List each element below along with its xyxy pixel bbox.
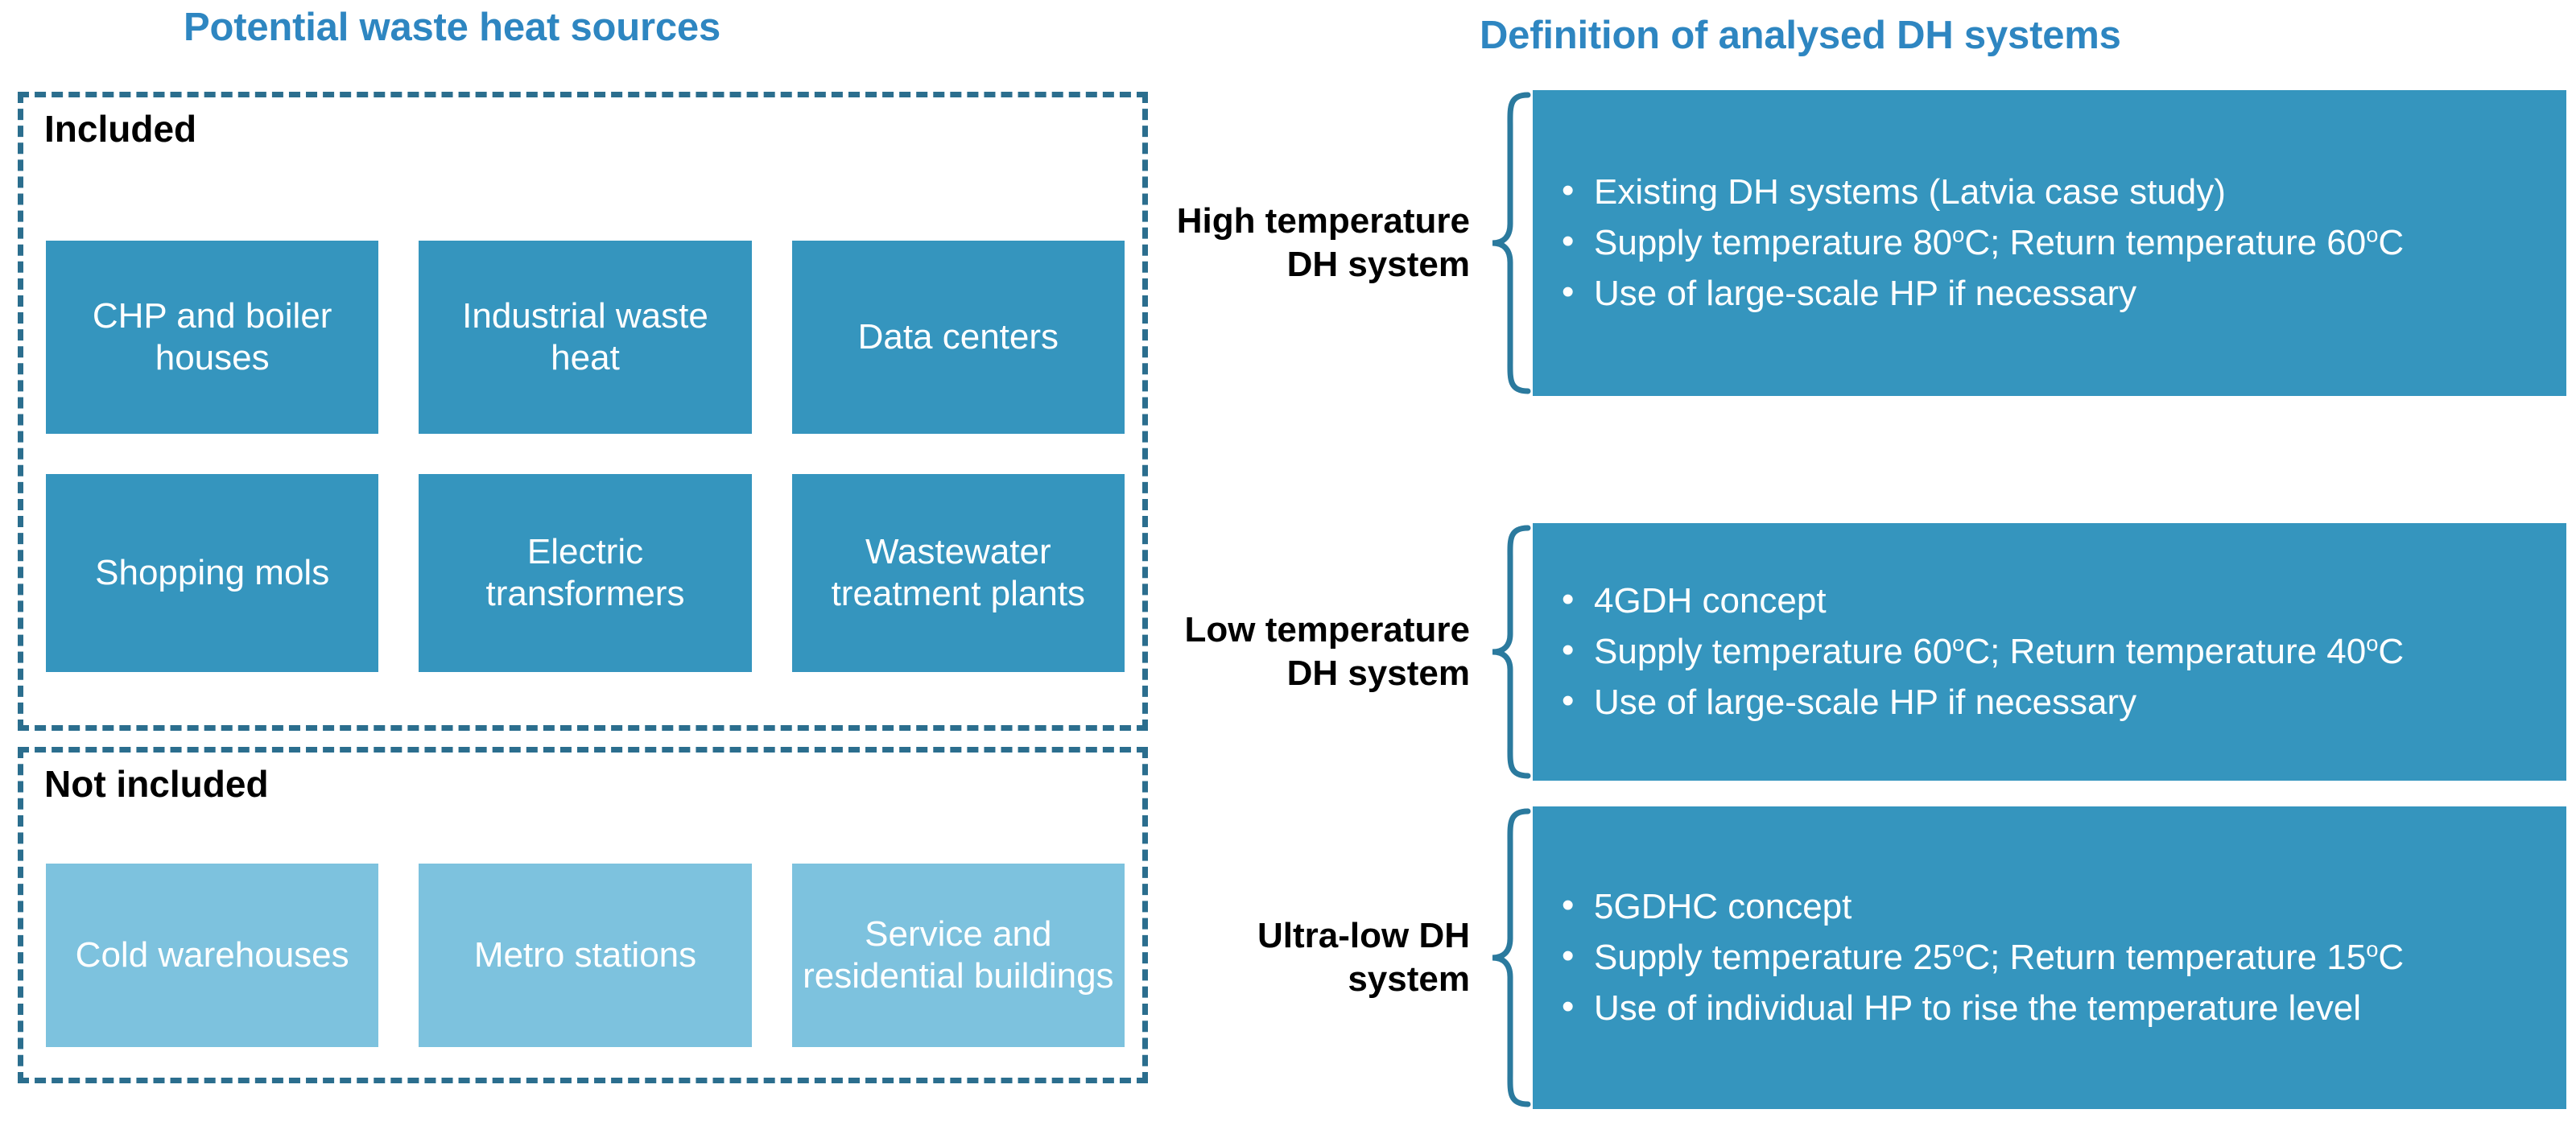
excluded-source-tile[interactable]: Service and residential buildings [791,864,1125,1047]
right-panel-title: Definition of analysed DH systems [1480,14,2121,57]
curly-brace-icon [1488,523,1533,781]
waste-heat-source-tile[interactable]: CHP and boiler houses [46,241,379,434]
dh-system-row: Ultra-low DH system 5GDHC concept Supply… [1166,806,2566,1109]
dh-system-label: High temperature DH system [1176,201,1470,284]
curly-brace-icon [1488,90,1533,396]
bullet-2-2: Use of individual HP to rise the tempera… [1557,985,2539,1030]
dh-system-row: Low temperature DH system 4GDH concept S… [1166,523,2566,781]
bullet-2-0: 5GDHC concept [1557,884,2539,929]
dh-system-bullet-list: Existing DH systems (Latvia case study) … [1557,163,2539,322]
excluded-source-tile[interactable]: Metro stations [419,864,752,1047]
bullet-1-1: Supply temperature 60oC; Return temperat… [1557,629,2539,674]
waste-heat-source-tile[interactable]: Wastewater treatment plants [791,474,1125,672]
bullet-1-0: 4GDH concept [1557,578,2539,623]
dh-system-label: Low temperature DH system [1184,610,1470,693]
excluded-source-tile[interactable]: Cold warehouses [46,864,379,1047]
curly-brace-icon [1488,806,1533,1109]
waste-heat-source-tile[interactable]: Data centers [791,241,1125,434]
not-included-tile-row-1: Cold warehouses Metro stations Service a… [46,864,1125,1047]
included-tile-row-2: Shopping mols Electric transformers Wast… [46,474,1125,672]
included-group-label: Included [44,108,197,150]
bullet-2-1: Supply temperature 25oC; Return temperat… [1557,934,2539,979]
dh-system-description-box: 4GDH concept Supply temperature 60oC; Re… [1533,523,2566,781]
included-group-container: Included CHP and boiler houses Industria… [18,92,1148,731]
not-included-group-container: Not included Cold warehouses Metro stati… [18,747,1148,1083]
not-included-group-label: Not included [44,763,269,805]
dh-system-row: High temperature DH system Existing DH s… [1166,90,2566,396]
waste-heat-source-tile[interactable]: Industrial waste heat [419,241,752,434]
dh-system-label: Ultra-low DH system [1257,916,1470,999]
left-panel-title: Potential waste heat sources [184,6,721,49]
waste-heat-source-tile[interactable]: Electric transformers [419,474,752,672]
dh-system-description-box: 5GDHC concept Supply temperature 25oC; R… [1533,806,2566,1109]
bullet-0-2: Use of large-scale HP if necessary [1557,270,2539,315]
included-tile-row-1: CHP and boiler houses Industrial waste h… [46,241,1125,434]
dh-system-description-box: Existing DH systems (Latvia case study) … [1533,90,2566,396]
dh-system-bullet-list: 5GDHC concept Supply temperature 25oC; R… [1557,878,2539,1037]
bullet-1-2: Use of large-scale HP if necessary [1557,679,2539,724]
bullet-0-0: Existing DH systems (Latvia case study) [1557,169,2539,214]
bullet-0-1: Supply temperature 80oC; Return temperat… [1557,220,2539,265]
waste-heat-source-tile[interactable]: Shopping mols [46,474,379,672]
dh-system-bullet-list: 4GDH concept Supply temperature 60oC; Re… [1557,572,2539,731]
